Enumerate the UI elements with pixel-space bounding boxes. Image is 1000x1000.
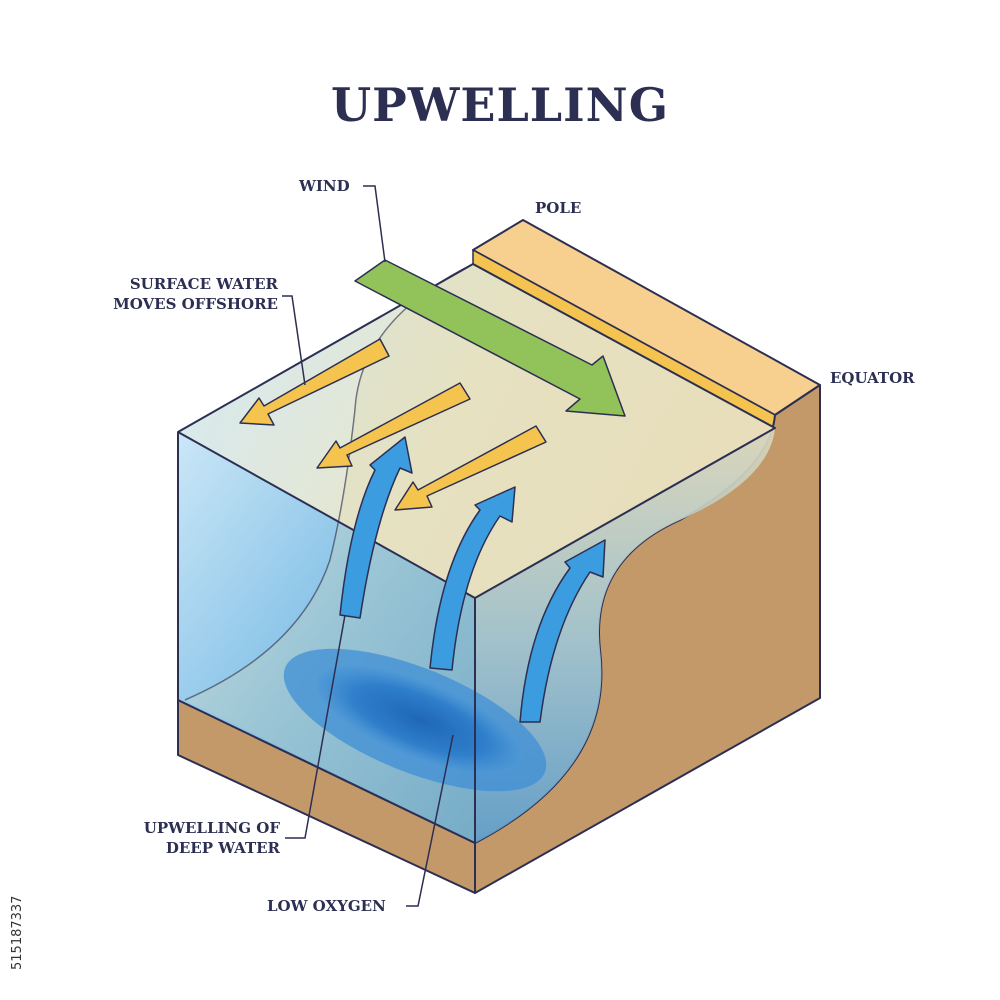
- continental-slope-line: [184, 263, 474, 701]
- low-oxygen-zone-inner: [317, 665, 523, 775]
- surface-water-label: SURFACE WATER MOVES OFFSHORE: [60, 274, 278, 314]
- low-oxygen-leader: [406, 734, 454, 907]
- pole-label: POLE: [535, 199, 582, 217]
- water-block-edges: [177, 263, 776, 700]
- surface-water-arrows: [239, 338, 547, 511]
- water-side-face: [475, 428, 775, 843]
- upwelling-leader: [285, 614, 346, 839]
- diagram-title: UPWELLING: [331, 78, 669, 132]
- wind-leader: [363, 185, 386, 263]
- upwelling-deep-water-label: UPWELLING OF DEEP WATER: [60, 818, 280, 858]
- equator-label: EQUATOR: [830, 369, 915, 387]
- upwelling-label-line2: DEEP WATER: [165, 839, 280, 857]
- surface-leader: [282, 295, 306, 386]
- low-oxygen-label: LOW OXYGEN: [267, 897, 386, 915]
- surface-water-label-line1: SURFACE WATER: [129, 275, 278, 293]
- upwelling-arrow-2: [429, 486, 516, 671]
- upwelling-label-line1: UPWELLING OF: [143, 819, 280, 837]
- surface-arrow-1: [239, 338, 390, 426]
- surface-arrow-3: [394, 425, 547, 511]
- wind-label: WIND: [299, 177, 350, 195]
- wind-arrow: [354, 259, 626, 417]
- upwelling-arrow-3: [519, 539, 606, 723]
- stock-id: 515187337: [10, 895, 25, 970]
- surface-water-label-line2: MOVES OFFSHORE: [113, 295, 278, 313]
- upwelling-arrow-1: [339, 436, 413, 619]
- coast-land: [177, 219, 821, 894]
- upwelling-arrows: [339, 436, 606, 723]
- surface-arrow-2: [316, 382, 471, 469]
- leader-lines: [282, 185, 454, 907]
- front-bottom-edge: [177, 699, 476, 844]
